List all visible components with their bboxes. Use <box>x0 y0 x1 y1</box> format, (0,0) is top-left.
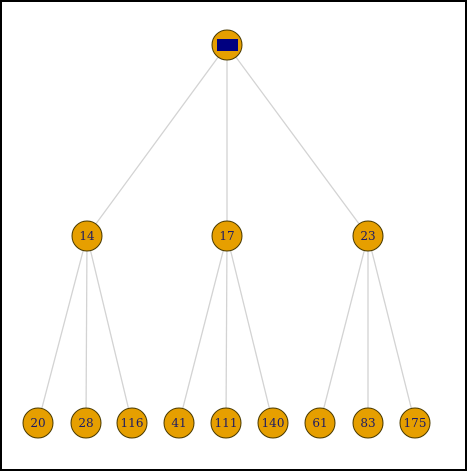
node-label: 41 <box>171 416 186 430</box>
tree-node-23: 23 <box>352 220 384 252</box>
redacted-label-mark <box>217 39 238 51</box>
node-label: 61 <box>312 416 327 430</box>
node-label: 111 <box>215 416 238 430</box>
edge-17-41 <box>178 235 228 424</box>
node-label: 14 <box>79 229 95 243</box>
edge-17-111 <box>225 235 228 424</box>
tree-node-28: 28 <box>70 407 102 439</box>
edge-14-20 <box>37 235 88 424</box>
node-label: 116 <box>121 416 144 430</box>
edges-layer <box>37 44 416 424</box>
tree-node-20: 20 <box>22 407 54 439</box>
edge-17-140 <box>226 235 274 424</box>
edge-23-175 <box>367 235 416 424</box>
tree-node-175: 175 <box>399 407 431 439</box>
edge-root-23 <box>226 44 369 237</box>
edge-23-61 <box>319 235 369 424</box>
tree-node-116: 116 <box>116 407 148 439</box>
edge-14-116 <box>86 235 133 424</box>
tree-node-83: 83 <box>352 407 384 439</box>
tree-node-140: 140 <box>257 407 289 439</box>
tree-node-41: 41 <box>163 407 195 439</box>
node-label: 17 <box>219 229 234 243</box>
tree-node-14: 14 <box>71 220 103 252</box>
edge-14-28 <box>85 235 88 424</box>
edge-root-14 <box>86 44 228 237</box>
node-label: 23 <box>360 229 375 243</box>
tree-node-111: 111 <box>210 407 242 439</box>
tree-node-61: 61 <box>304 407 336 439</box>
nodes-layer: 14 17 23 20 28 116 <box>22 29 431 439</box>
tree-node-root <box>211 29 243 61</box>
node-label: 28 <box>78 416 93 430</box>
node-label: 83 <box>360 416 375 430</box>
node-label: 20 <box>30 416 45 430</box>
node-label: 175 <box>404 416 427 430</box>
tree-node-17: 17 <box>211 220 243 252</box>
node-label: 140 <box>262 416 285 430</box>
